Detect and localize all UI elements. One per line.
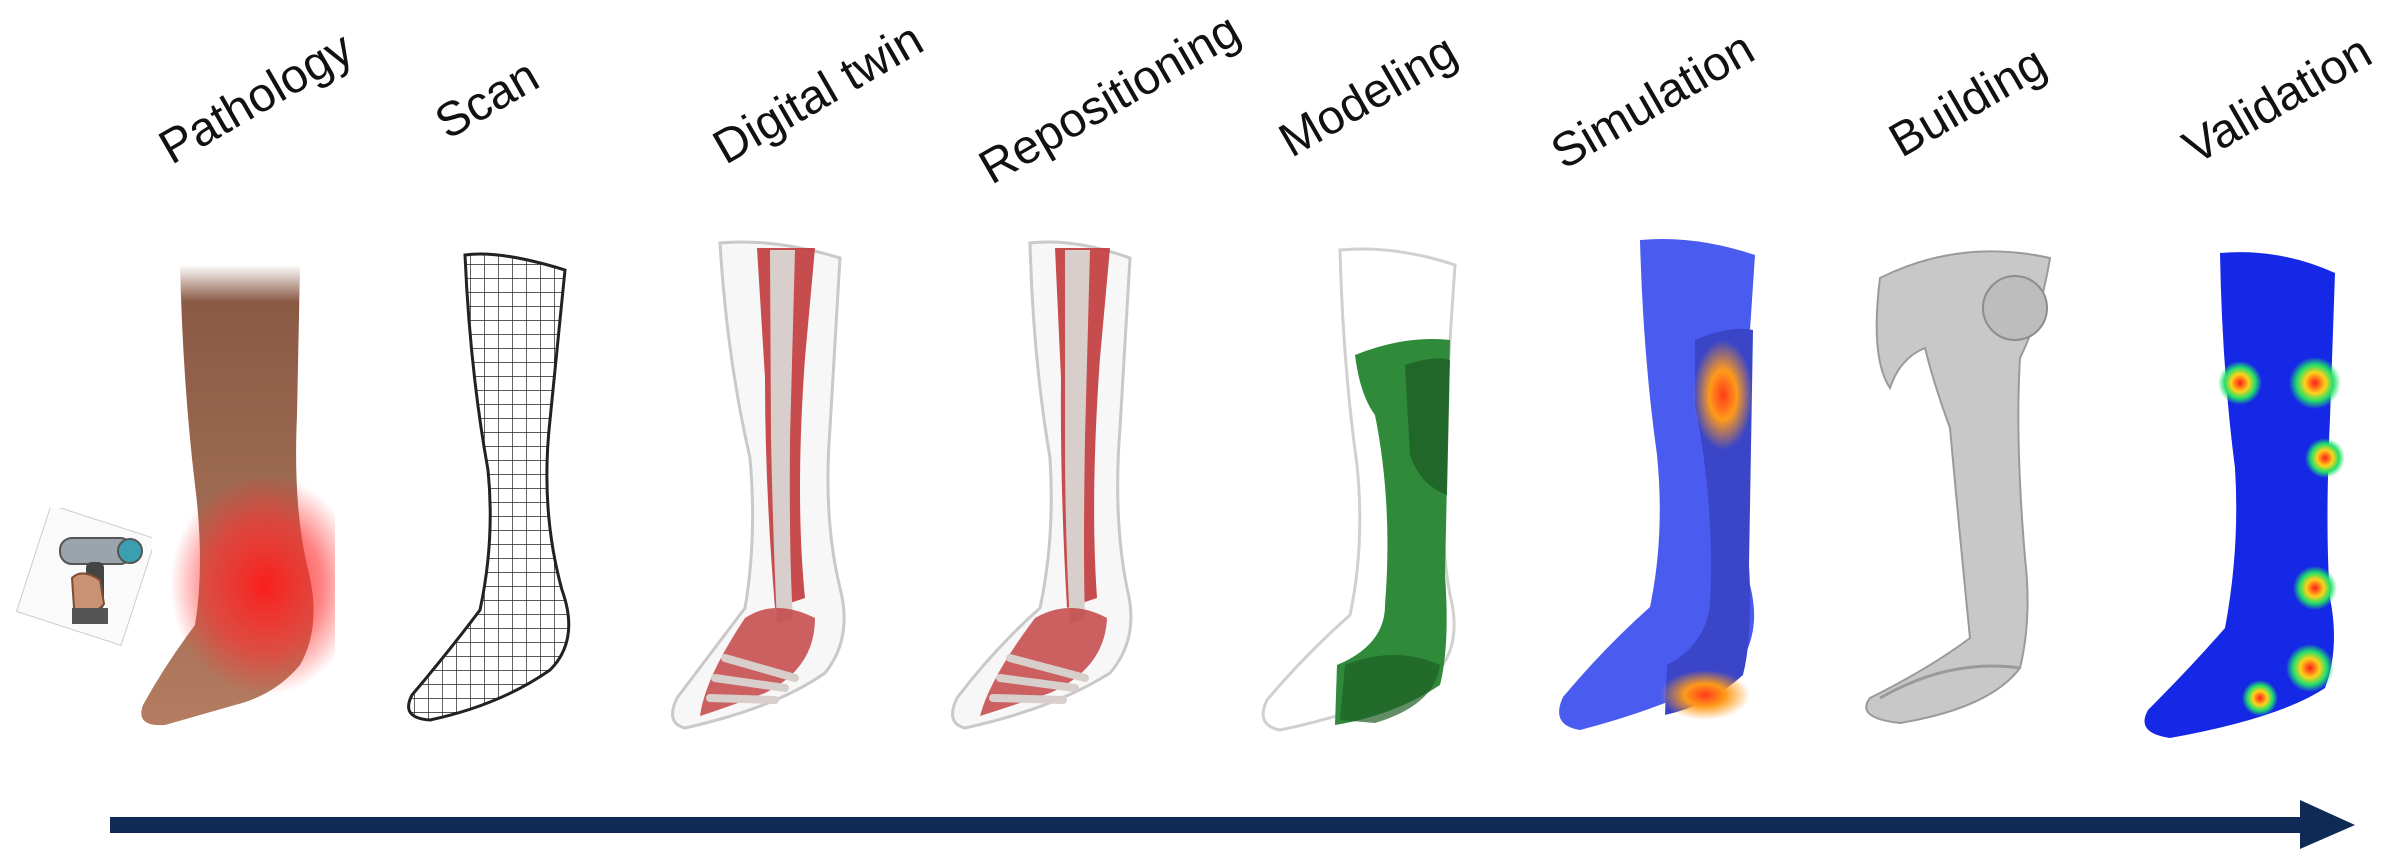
step-label-repositioning: Repositioning (972, 6, 1248, 193)
step-label-simulation: Simulation (1544, 24, 1762, 178)
simulation-heatmap-image (1545, 235, 1775, 745)
workflow-arrow (110, 800, 2360, 860)
step-label-validation: Validation (2176, 28, 2379, 173)
step-label-building: Building (1882, 39, 2054, 166)
step-label-pathology: Pathology (152, 25, 361, 173)
digital-twin-leg-image (665, 238, 865, 738)
repositioning-leg-image (945, 238, 1145, 738)
pathology-leg-image (125, 265, 335, 735)
step-label-modeling: Modeling (1272, 27, 1465, 166)
scan-mesh-leg-image (400, 250, 590, 730)
step-label-digital-twin: Digital twin (706, 15, 931, 173)
modeling-orthosis-image (1245, 245, 1475, 740)
step-label-scan: Scan (428, 52, 547, 148)
printed-orthosis-image (1840, 238, 2060, 738)
validation-pressure-map-image (2130, 248, 2350, 743)
